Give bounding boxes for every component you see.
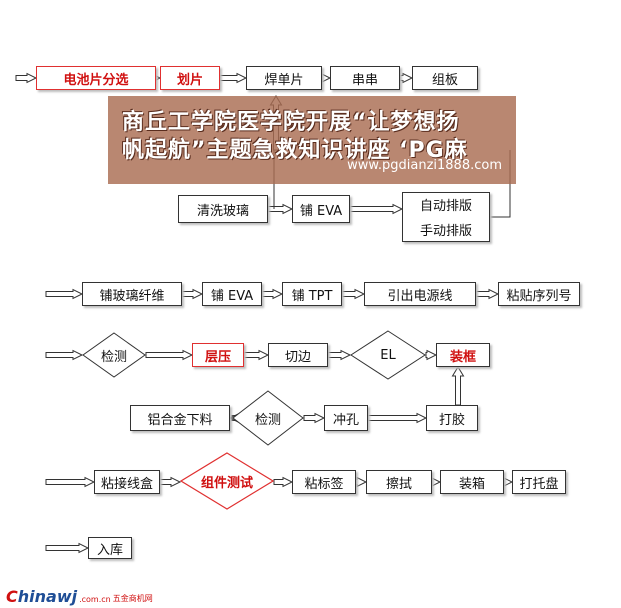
node-wipe: 擦拭 <box>366 470 432 494</box>
arrow-row3-b <box>261 288 284 300</box>
node-framing: 装框 <box>436 343 490 367</box>
node-label: 铺 EVA <box>299 203 343 219</box>
node-label: 切边 <box>284 349 311 365</box>
arrow-row6-start <box>45 476 96 488</box>
node-boxing: 装箱 <box>440 470 504 494</box>
node-lay-glass-fiber: 铺玻璃纤维 <box>82 282 182 306</box>
arrow-row5-b <box>303 412 326 424</box>
node-label: 冲孔 <box>332 412 359 428</box>
node-lead-wire: 引出电源线 <box>364 282 476 306</box>
arrow-row4-start <box>45 349 84 361</box>
node-label: 擦拭 <box>385 476 412 492</box>
node-aluminum-cut: 铝合金下料 <box>130 405 230 431</box>
node-label: 入库 <box>96 542 123 558</box>
arrow-row4-c <box>327 349 352 361</box>
watermark-banner: 商丘工学院医学院开展“让梦想扬 帆起航”主题急救知识讲座 ‘PG麻 www.pg… <box>108 96 516 184</box>
node-glue: 打胶 <box>426 405 478 431</box>
node-label: 组板 <box>431 72 458 88</box>
logo-sub: 五金商机网 <box>112 594 153 603</box>
arrow-row1-start <box>15 72 38 84</box>
node-label: 组件测试 <box>200 475 253 491</box>
node-label: 焊单片 <box>264 72 304 88</box>
node-label-auto: 自动排版 <box>419 199 472 214</box>
banner-line-1: 商丘工学院医学院开展“让梦想扬 <box>122 110 460 135</box>
node-inspect-2: 检测 <box>232 390 304 446</box>
arrow-row1-d <box>399 72 414 84</box>
arrow-row6-e <box>502 476 514 488</box>
logo-text: Chinawj <box>6 587 77 606</box>
node-battery-sorting: 电池片分选 <box>36 66 156 90</box>
node-stick-label: 粘标签 <box>292 470 356 494</box>
arrow-row3-c <box>341 288 366 300</box>
site-logo: Chinawj .com.cn 五金商机网 <box>6 586 153 606</box>
node-label: 装框 <box>449 349 476 365</box>
node-label: 粘接线盒 <box>100 476 153 492</box>
node-label: 串串 <box>351 72 378 88</box>
arrow-up-framing <box>451 366 465 406</box>
node-lay-eva-2: 铺 EVA <box>202 282 262 306</box>
node-string: 串串 <box>330 66 400 90</box>
node-el: EL <box>350 330 426 380</box>
node-lamination: 层压 <box>192 343 244 367</box>
arrow-row3-a <box>181 288 204 300</box>
arrow-row1-b <box>219 72 248 84</box>
banner-url: www.pgdianzi1888.com <box>347 158 502 173</box>
node-assemble: 组板 <box>412 66 478 90</box>
node-serial-label: 粘贴序列号 <box>498 282 580 306</box>
node-warehouse: 入库 <box>88 537 132 559</box>
logo-rest: hinawj <box>17 587 78 606</box>
arrow-row6-a <box>159 476 182 488</box>
node-pallet: 打托盘 <box>512 470 566 494</box>
node-label: 检测 <box>254 412 281 428</box>
node-label: 打托盘 <box>519 476 559 492</box>
node-label: 电池片分选 <box>63 72 129 88</box>
node-label: 引出电源线 <box>387 288 453 304</box>
node-label: EL <box>380 347 396 363</box>
node-label: 检测 <box>100 349 127 365</box>
node-lay-eva-1: 铺 EVA <box>292 195 350 223</box>
node-label: 打胶 <box>438 412 465 428</box>
arrow-row4-d <box>425 349 438 361</box>
arrow-row7-start <box>45 542 90 554</box>
node-label: 铺 EVA <box>210 288 254 304</box>
node-lay-tpt: 铺 TPT <box>282 282 342 306</box>
node-weld-single: 焊单片 <box>246 66 322 90</box>
node-label: 铺 TPT <box>291 288 333 304</box>
logo-c: C <box>6 587 18 606</box>
node-label: 粘贴序列号 <box>506 288 572 304</box>
arrow-row5-c <box>367 412 428 424</box>
arrow-row2-a <box>267 203 294 215</box>
arrow-row3-start <box>45 288 84 300</box>
arrow-row1-c <box>320 72 332 84</box>
node-label: 清洗玻璃 <box>196 203 249 219</box>
node-layout: 自动排版 手动排版 <box>402 192 490 242</box>
arrow-row6-b <box>273 476 294 488</box>
node-module-test: 组件测试 <box>180 452 274 510</box>
node-punch: 冲孔 <box>324 405 368 431</box>
node-clean-glass: 清洗玻璃 <box>178 195 268 223</box>
node-label: 层压 <box>204 349 231 365</box>
arrow-row3-d <box>475 288 500 300</box>
arrow-row4-a <box>145 349 194 361</box>
arrow-row6-c <box>355 476 368 488</box>
arrow-row2-b <box>349 203 404 215</box>
logo-tld: .com.cn <box>79 595 111 604</box>
node-label: 划片 <box>176 72 203 88</box>
node-label: 铺玻璃纤维 <box>99 288 165 304</box>
banner-line-2: 帆起航”主题急救知识讲座 ‘PG麻 <box>122 138 468 163</box>
arrow-row4-b <box>243 349 270 361</box>
arrow-row6-d <box>430 476 442 488</box>
node-label: 装箱 <box>458 476 485 492</box>
node-scribing: 划片 <box>160 66 220 90</box>
node-label-manual: 手动排版 <box>419 224 472 239</box>
node-junction-box: 粘接线盒 <box>94 470 160 494</box>
node-trim: 切边 <box>268 343 328 367</box>
node-label: 粘标签 <box>304 476 344 492</box>
node-inspect-1: 检测 <box>82 332 146 378</box>
node-label: 铝合金下料 <box>147 412 213 428</box>
